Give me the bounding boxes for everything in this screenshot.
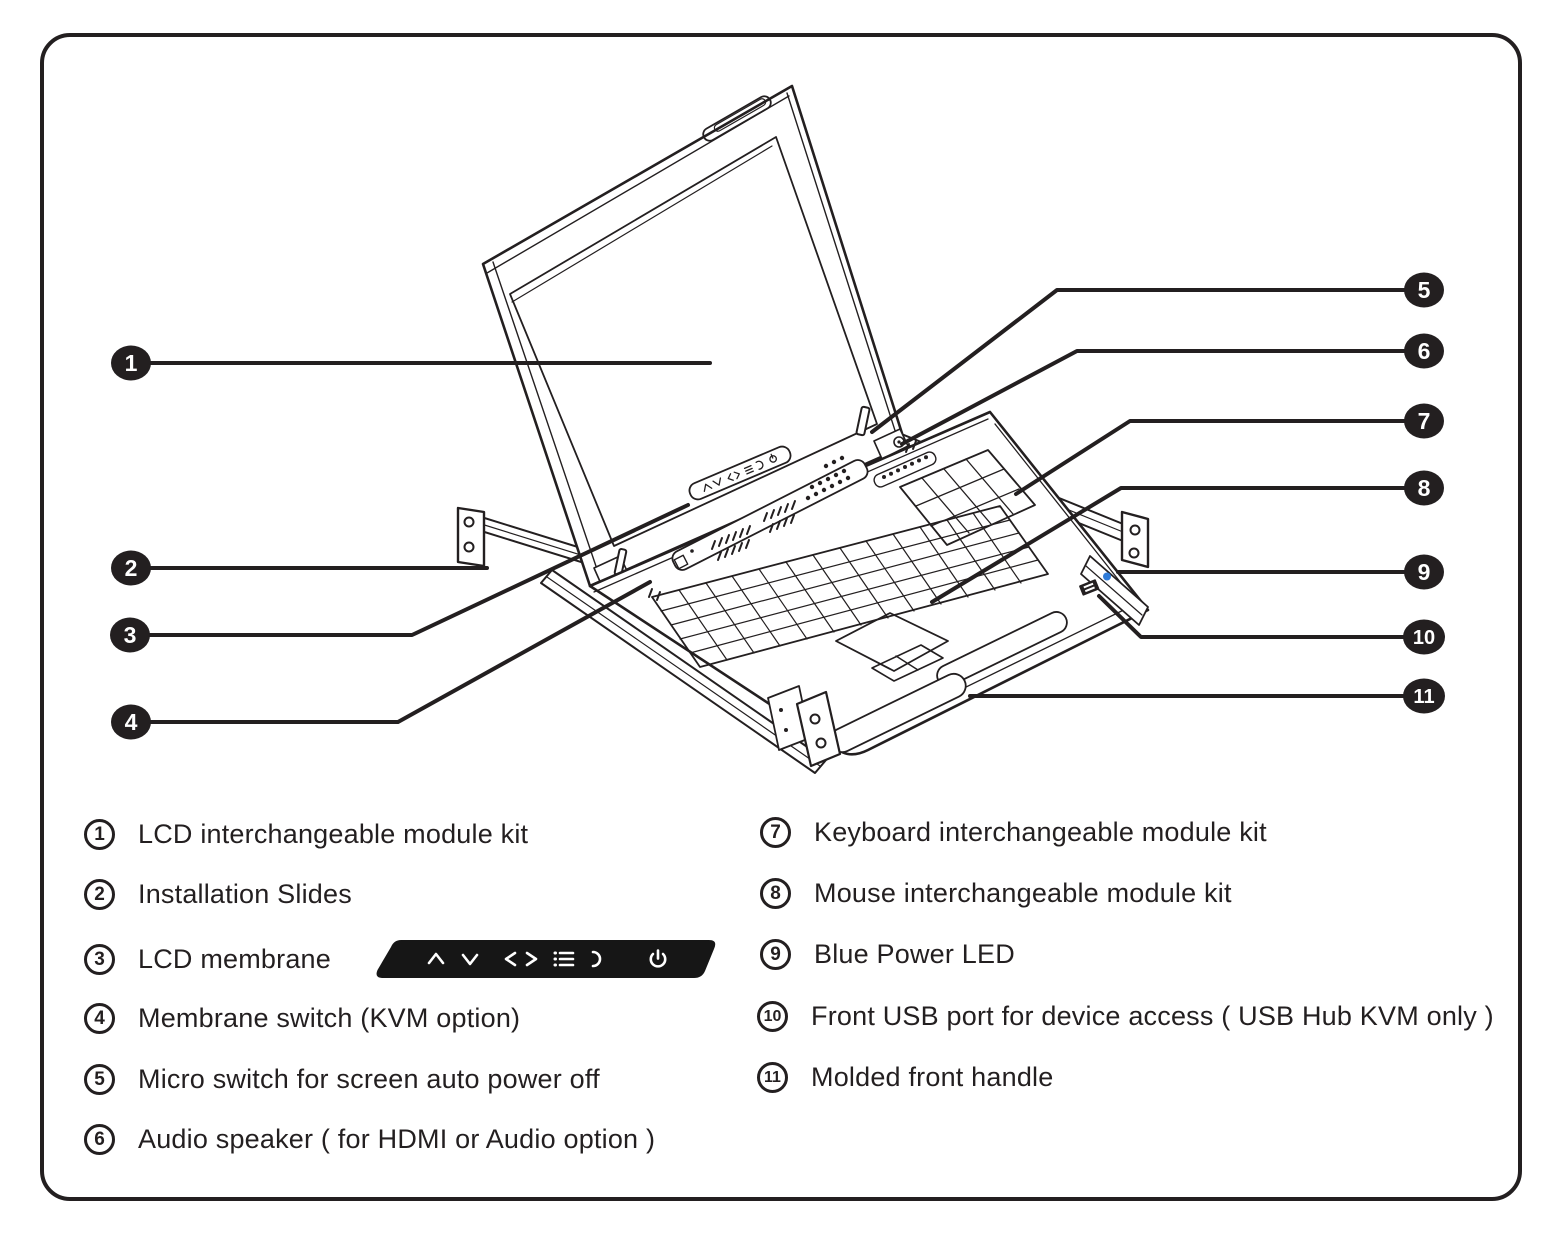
legend-label: LCD membrane [138, 943, 331, 974]
callout-6: 6 [1418, 338, 1431, 364]
keyboard [651, 505, 1049, 668]
legend-item-5: 5 Micro switch for screen auto power off [84, 1064, 600, 1095]
legend-label: Installation Slides [138, 879, 352, 909]
legend-label: Micro switch for screen auto power off [138, 1064, 600, 1094]
legend-item-3: 3 LCD membrane [84, 937, 720, 981]
callout-8: 8 [1418, 475, 1431, 501]
right-arrow-icon [525, 951, 538, 967]
lid-latch-handle [702, 95, 772, 142]
keyboard-tray [588, 410, 1150, 768]
legend-label: Molded front handle [811, 1062, 1054, 1092]
callout-4: 4 [125, 709, 138, 735]
callout-3: 3 [124, 622, 137, 648]
legend-item-2: 2 Installation Slides [84, 879, 352, 910]
front-bracket-left [767, 685, 842, 768]
legend-number-badge: 5 [84, 1064, 115, 1095]
front-rail-right [1079, 555, 1149, 626]
callout-1: 1 [125, 350, 138, 376]
lcd-membrane-strip [688, 445, 792, 501]
exit-icon [591, 950, 602, 968]
legend-item-7: 7 Keyboard interchangeable module kit [760, 817, 1267, 848]
up-arrow-icon [427, 952, 445, 965]
tray-slide-left [540, 569, 827, 774]
legend-item-1: 1 LCD interchangeable module kit [84, 819, 528, 850]
legend-label: Membrane switch (KVM option) [138, 1003, 521, 1033]
rack-ear-right [1120, 510, 1150, 569]
callout-9: 9 [1418, 559, 1431, 585]
legend-number-badge: 7 [760, 817, 791, 848]
callouts: 1 2 3 4 5 6 7 8 9 10 11 [110, 272, 1445, 740]
legend-item-9: 9 Blue Power LED [760, 939, 1015, 970]
callout-10: 10 [1413, 627, 1435, 649]
legend-label: Audio speaker ( for HDMI or Audio option… [138, 1124, 656, 1154]
legend-item-11: 11 Molded front handle [757, 1062, 1053, 1093]
micro-switch-pin [855, 405, 871, 437]
callout-2: 2 [125, 555, 138, 581]
menu-icon [553, 951, 575, 967]
legend-item-6: 6 Audio speaker ( for HDMI or Audio opti… [84, 1124, 655, 1155]
legend-number-badge: 11 [757, 1062, 788, 1093]
usb-port [1079, 579, 1100, 596]
legend-number-badge: 2 [84, 879, 115, 910]
left-arrow-icon [504, 951, 517, 967]
legend-item-4: 4 Membrane switch (KVM option) [84, 1003, 520, 1034]
status-led-strip [873, 451, 937, 488]
power-led [1103, 572, 1111, 581]
legend-label: Front USB port for device access ( USB H… [811, 1001, 1494, 1031]
rack-ear-left [456, 506, 486, 568]
legend-number-badge: 3 [84, 943, 115, 975]
legend-label: Mouse interchangeable module kit [814, 878, 1232, 908]
power-icon [649, 949, 667, 968]
lcd-screen [509, 136, 878, 547]
callout-7: 7 [1418, 408, 1431, 434]
legend-number-badge: 1 [84, 819, 115, 850]
legend-item-8: 8 Mouse interchangeable module kit [760, 878, 1232, 909]
lcd-lid [481, 84, 909, 588]
touchpad [835, 612, 949, 682]
legend-number-badge: 6 [84, 1124, 115, 1155]
legend-label: LCD interchangeable module kit [138, 819, 529, 849]
legend-number-badge: 10 [757, 1001, 788, 1032]
touchpad-buttons [871, 644, 944, 682]
callout-5: 5 [1418, 277, 1431, 303]
callout-11: 11 [1413, 686, 1434, 708]
legend-number-badge: 8 [760, 878, 791, 909]
membrane-bar-graphic [376, 940, 716, 978]
legend-label: Blue Power LED [814, 939, 1015, 969]
legend-label: Keyboard interchangeable module kit [814, 817, 1267, 847]
kvm-membrane-panel [648, 455, 869, 601]
legend-item-10: 10 Front USB port for device access ( US… [757, 1001, 1494, 1032]
down-arrow-icon [461, 953, 479, 966]
legend-number-badge: 9 [760, 939, 791, 970]
legend-number-badge: 4 [84, 1003, 115, 1034]
leader-lines [129, 288, 1426, 724]
